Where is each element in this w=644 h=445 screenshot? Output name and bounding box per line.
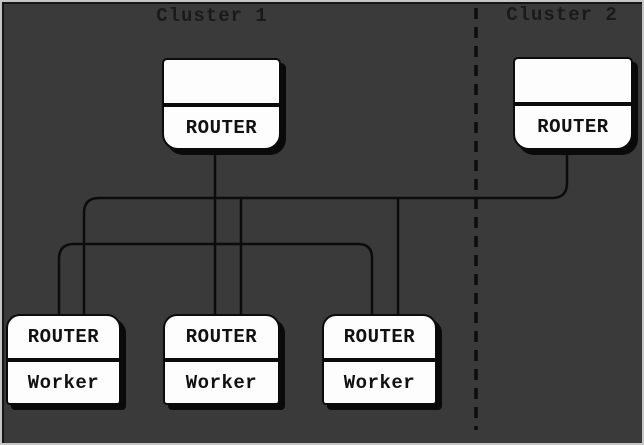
worker-2-node: ROUTER Worker bbox=[163, 314, 280, 405]
cluster2-router-top-section bbox=[515, 59, 631, 106]
cluster2-router-label: ROUTER bbox=[537, 116, 609, 138]
edge-c1router-bus bbox=[57, 242, 374, 316]
worker-1-router-label: ROUTER bbox=[8, 316, 119, 362]
cluster2-router-node: ROUTER bbox=[513, 57, 633, 150]
cluster1-router-top-section bbox=[164, 60, 279, 107]
worker-3-node: ROUTER Worker bbox=[322, 314, 437, 405]
cluster-2-label: Cluster 2 bbox=[506, 4, 618, 26]
worker-3-worker-label: Worker bbox=[343, 371, 416, 394]
worker-1-worker-label: Worker bbox=[27, 371, 100, 394]
worker-1-node: ROUTER Worker bbox=[6, 314, 121, 405]
edge-c2router-bus bbox=[82, 150, 569, 316]
worker-2-router-label: ROUTER bbox=[165, 316, 278, 362]
cluster1-router-node: ROUTER bbox=[162, 58, 281, 150]
worker-3-router-label: ROUTER bbox=[324, 316, 435, 362]
cluster-1-label: Cluster 1 bbox=[156, 5, 268, 27]
cluster1-router-label: ROUTER bbox=[185, 116, 258, 139]
worker-2-worker-label: Worker bbox=[185, 371, 258, 394]
